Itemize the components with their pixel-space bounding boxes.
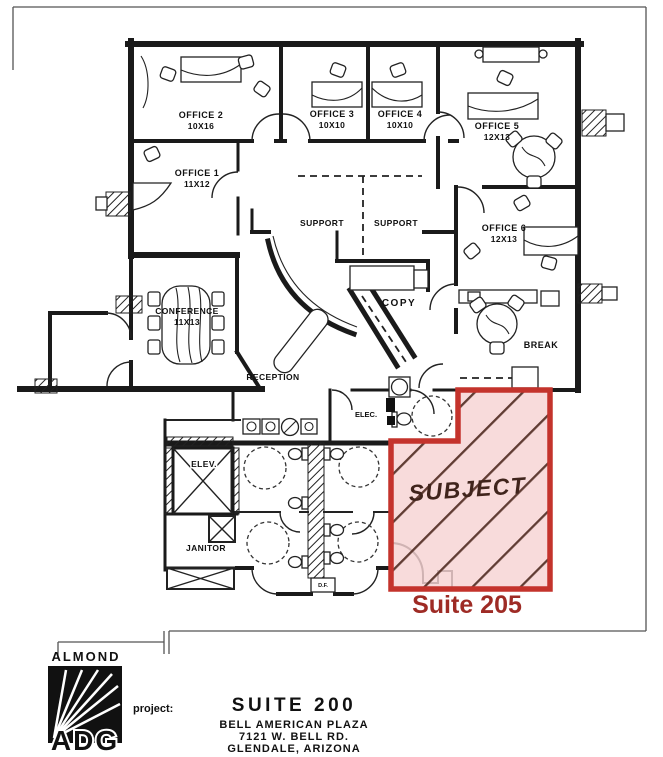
room-label-reception: RECEPTION [246, 372, 299, 382]
room-label-janitor: JANITOR [186, 543, 226, 553]
room-label-elec: ELEC. [355, 410, 377, 419]
project-suite: SUITE 200 [232, 695, 356, 716]
room-label-support-right: SUPPORT [374, 218, 418, 228]
room-label-office5: OFFICE 5 [475, 121, 520, 131]
project-address: 7121 W. BELL RD. [239, 731, 349, 743]
room-labels: OFFICE 2 10X16 OFFICE 1 11X12 OFFICE 3 1… [155, 109, 558, 589]
elevator-core [166, 446, 236, 590]
restroom-fixtures [242, 376, 453, 593]
adg-logo-icon [48, 666, 122, 743]
room-label-copy: COPY [382, 298, 416, 309]
room-label-conference: CONFERENCE [155, 306, 219, 316]
room-label-support-left: SUPPORT [300, 218, 344, 228]
project-label: project: [133, 703, 173, 715]
room-label-elev: ELEV. [191, 459, 217, 469]
project-city: GLENDALE, ARIZONA [227, 743, 360, 755]
walls [17, 38, 584, 596]
suite-205-highlight: SUBJECT Suite 205 [388, 366, 553, 619]
room-size-office4: 10X10 [387, 120, 414, 130]
title-block: ALMOND ADG project: SUITE 200 BELL AMERI… [48, 649, 368, 757]
hatched-walls [34, 109, 625, 579]
room-label-break: BREAK [524, 340, 559, 350]
room-label-df: D.F. [318, 583, 328, 589]
project-building: BELL AMERICAN PLAZA [219, 719, 368, 731]
furniture [132, 46, 579, 374]
room-label-office2: OFFICE 2 [179, 110, 224, 120]
room-size-office6: 12X13 [491, 234, 518, 244]
room-size-office3: 10X10 [319, 120, 346, 130]
room-label-office1: OFFICE 1 [175, 168, 220, 178]
room-label-office6: OFFICE 6 [482, 223, 527, 233]
room-size-office2: 10X16 [188, 121, 215, 131]
room-size-office5: 12X13 [484, 132, 511, 142]
room-label-office3: OFFICE 3 [310, 109, 355, 119]
door-arcs [105, 111, 485, 595]
sheet-border [12, 6, 647, 658]
firm-name: ALMOND [51, 649, 120, 664]
room-size-conference: 11X13 [174, 317, 200, 327]
firm-initials: ADG [51, 725, 119, 756]
room-label-office4: OFFICE 4 [378, 109, 423, 119]
room-size-office1: 11X12 [184, 179, 210, 189]
suite-205-caption: Suite 205 [412, 591, 522, 619]
